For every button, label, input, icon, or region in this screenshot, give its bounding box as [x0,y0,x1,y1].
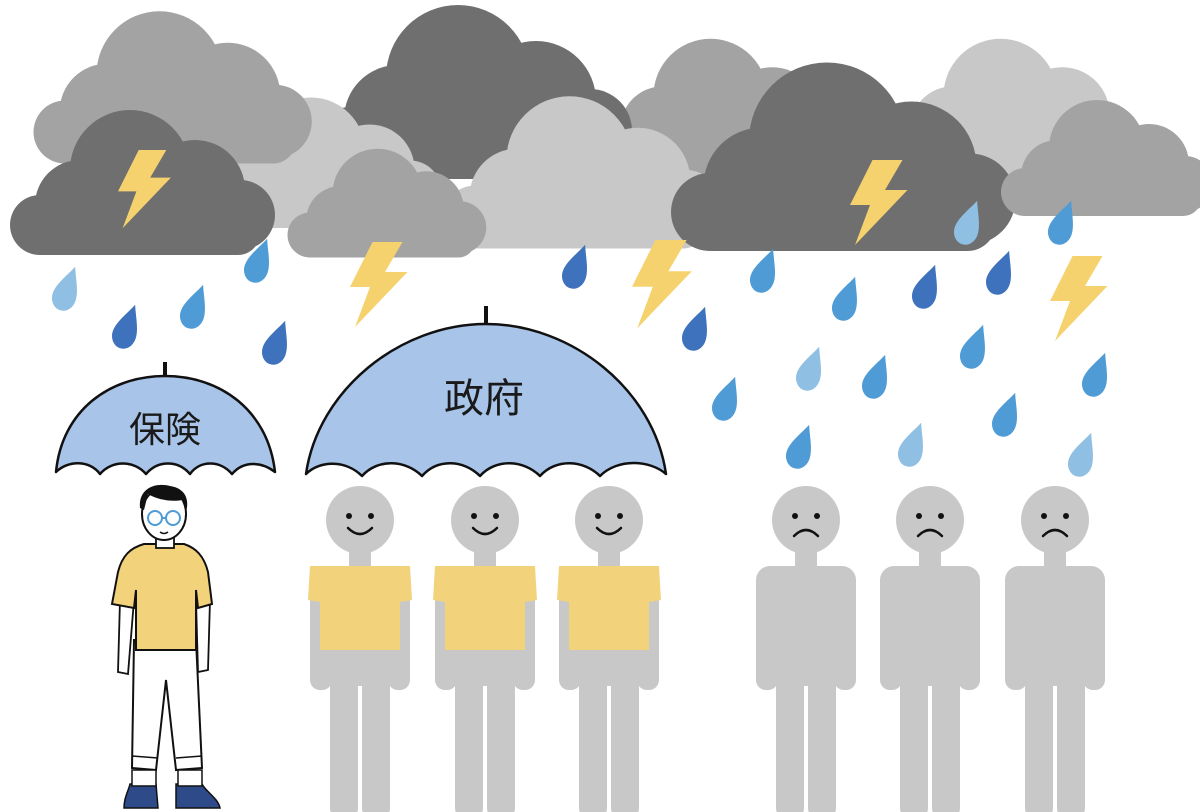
insurance-umbrella: 保険 [54,362,277,476]
smiling-person-icon [308,486,412,812]
smiling-person-icon [433,486,537,812]
frowning-person-icon [880,486,980,812]
insurance-label: 保険 [129,410,201,451]
raindrop-icon [828,272,867,325]
raindrop-icon [258,316,297,369]
raindrop-icon [908,260,947,313]
lightning-bolt-icon [632,240,692,329]
frowning-person-icon [1005,486,1105,812]
raindrop-icon [708,372,747,425]
raindrop-icon [858,350,897,403]
frowning-person-icon [756,486,856,812]
insured-person [110,484,221,809]
raindrop-icon [894,418,933,471]
government-umbrella: 政府 [304,306,668,478]
umbrella-icon [54,374,277,476]
lightning-bolt-icon [1050,256,1108,341]
unprotected-people [756,486,1105,812]
raindrop-icon [678,302,717,355]
raindrop-icon [1064,428,1103,481]
government-label: 政府 [444,376,524,422]
protected-people [308,486,661,812]
raindrop-icon [792,342,831,395]
shoe-icon [123,783,159,809]
raindrop-icon [48,262,87,315]
raindrop-icon [176,280,215,333]
raindrop-icon [746,244,785,297]
raindrop-icon [1078,348,1117,401]
raindrop-icon [782,420,821,473]
raindrop-icon [956,320,995,373]
raindrop-icon [982,246,1021,299]
umbrella-icon [304,322,668,478]
smiling-person-icon [557,486,661,812]
storm-clouds-icon [10,4,1200,258]
shoe-icon [175,783,221,809]
raindrop-icon [108,300,147,353]
raindrop-icon [988,388,1027,441]
